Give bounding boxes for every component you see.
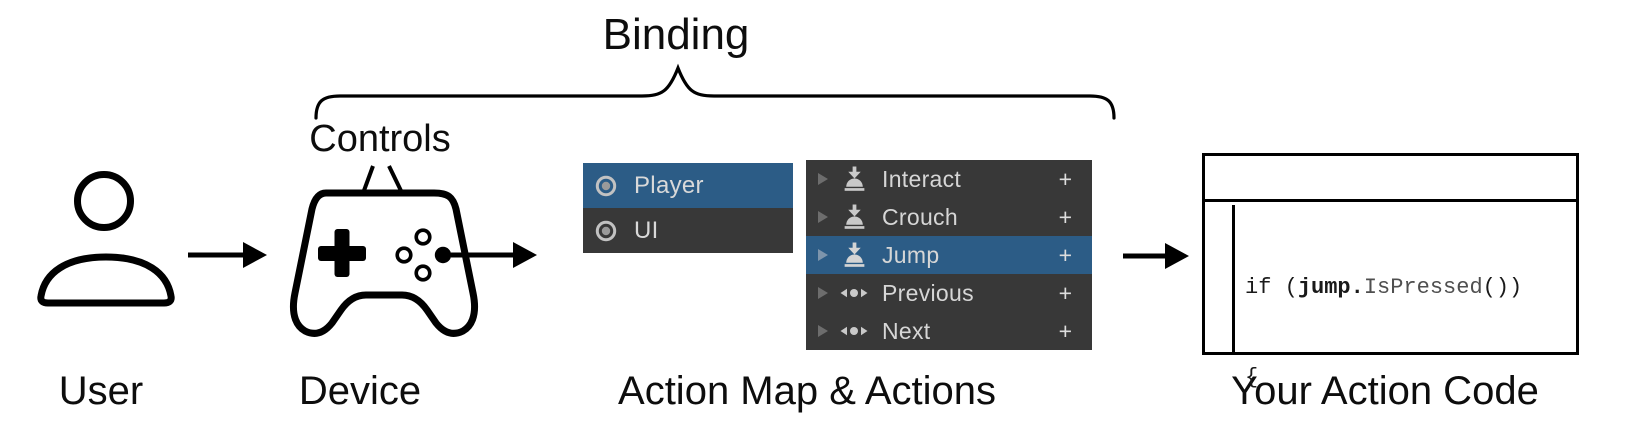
action-maps-panel: Player UI — [583, 163, 793, 253]
action-map-caption: Action Map & Actions — [618, 369, 996, 413]
code-snippet: if (jump.IsPressed()) { // your code } — [1245, 213, 1522, 434]
arrow-device-actionmap — [451, 242, 537, 268]
user-caption: User — [58, 369, 144, 413]
foldout-triangle-icon[interactable] — [816, 247, 829, 263]
foldout-triangle-icon[interactable] — [816, 285, 829, 301]
action-label: Jump — [882, 241, 940, 268]
device-caption: Device — [298, 369, 422, 413]
action-row-next[interactable]: Next + — [806, 312, 1092, 350]
code-line: { — [1245, 365, 1259, 390]
action-map-row-ui[interactable]: UI — [583, 208, 793, 253]
action-map-label: Player — [634, 171, 704, 199]
button-press-icon — [839, 242, 869, 269]
gamepad-icon — [289, 189, 479, 337]
action-map-row-player[interactable]: Player — [583, 163, 793, 208]
foldout-triangle-icon[interactable] — [816, 323, 829, 339]
axis-icon — [839, 286, 869, 300]
dpad-icon — [318, 229, 366, 277]
action-code-caption: Your Action Code — [1231, 369, 1539, 413]
add-binding-button[interactable]: + — [1058, 165, 1072, 192]
action-label: Previous — [882, 279, 974, 306]
action-row-jump[interactable]: Jump + — [806, 236, 1092, 274]
foldout-triangle-icon[interactable] — [816, 209, 829, 225]
binding-brace — [314, 63, 1116, 120]
action-label: Interact — [882, 165, 962, 192]
actions-panel: Interact + Crouch + — [806, 160, 1092, 350]
arrow-user-device — [188, 242, 267, 268]
code-window-titlebar — [1205, 156, 1576, 202]
user-icon — [37, 171, 175, 307]
add-binding-button[interactable]: + — [1058, 203, 1072, 230]
code-line: if (jump.IsPressed()) — [1245, 275, 1523, 300]
foldout-triangle-icon[interactable] — [816, 171, 829, 187]
action-map-label: UI — [634, 216, 659, 244]
face-buttons-icon — [395, 228, 452, 282]
action-row-previous[interactable]: Previous + — [806, 274, 1092, 312]
controls-arrows — [353, 165, 412, 213]
add-binding-button[interactable]: + — [1058, 279, 1072, 306]
binding-label: Binding — [602, 10, 750, 59]
button-press-icon — [839, 204, 869, 231]
arrow-actions-code — [1123, 243, 1189, 269]
add-binding-button[interactable]: + — [1058, 317, 1072, 344]
controls-label: Controls — [309, 118, 451, 160]
axis-icon — [839, 324, 869, 338]
code-gutter-line — [1232, 205, 1235, 352]
add-binding-button[interactable]: + — [1058, 241, 1072, 268]
action-map-icon — [594, 174, 618, 198]
action-label: Next — [882, 317, 931, 344]
action-map-icon — [594, 219, 618, 243]
action-row-interact[interactable]: Interact + — [806, 160, 1092, 198]
action-label: Crouch — [882, 203, 958, 230]
action-code-window: if (jump.IsPressed()) { // your code } — [1202, 153, 1579, 390]
button-press-icon — [839, 166, 869, 193]
action-row-crouch[interactable]: Crouch + — [806, 198, 1092, 236]
